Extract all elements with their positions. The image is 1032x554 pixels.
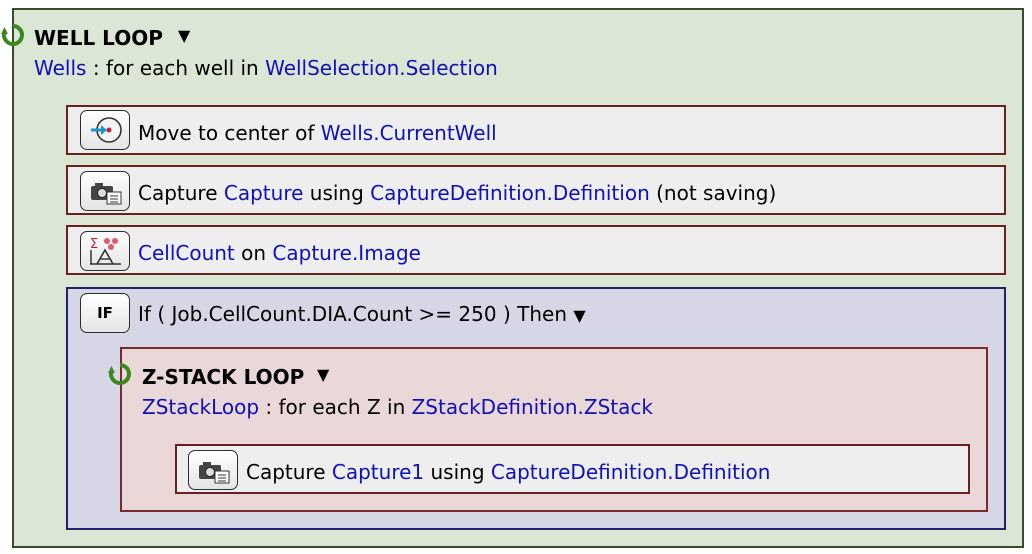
move-step-prefix: Move to center of [138,121,315,145]
cellcount-step-on: on [241,241,267,265]
move-step-target[interactable]: Wells.CurrentWell [320,121,497,145]
camera-icon [91,183,122,205]
move-step-icon-button[interactable] [80,110,130,150]
zstack-loop-dropdown-icon[interactable]: ▼ [317,365,330,384]
zstack-capture-verb: Capture [246,460,326,484]
zstack-loop-title: Z-STACK LOOP [142,365,305,389]
zstack-loop-variable[interactable]: ZStackLoop [142,395,260,419]
loop-icon [108,362,132,386]
zstack-capture-using: using [430,460,485,484]
well-loop-dropdown-icon[interactable]: ▼ [178,26,191,45]
if-condition[interactable]: Job.CellCount.DIA.Count >= 250 [171,302,497,326]
if-close-paren: ) [502,302,511,326]
well-loop-source[interactable]: WellSelection.Selection [265,56,498,80]
cellcount-step-text: CellCount on Capture.Image [138,241,421,265]
move-to-center-icon [91,117,122,143]
cellcount-step-target[interactable]: Capture.Image [272,241,421,265]
zstack-capture-text: Capture Capture1 using CaptureDefinition… [246,460,770,484]
zstack-capture-name[interactable]: Capture1 [331,460,425,484]
capture-step-definition[interactable]: CaptureDefinition.Definition [370,181,650,205]
loop-icon [1,23,25,47]
zstack-loop-source[interactable]: ZStackDefinition.ZStack [411,395,653,419]
move-step[interactable] [66,105,1006,155]
zstack-capture-step[interactable] [175,444,970,494]
capture-step-suffix: (not saving) [656,181,777,205]
zstack-capture-icon-button[interactable] [188,450,238,490]
if-icon-button[interactable]: IF [80,293,130,333]
capture-step-name[interactable]: Capture [223,181,304,205]
well-loop-for-each-text: for each well in [105,56,259,80]
if-condition-line: If ( Job.CellCount.DIA.Count >= 250 ) Th… [138,302,586,326]
cellcount-step[interactable] [66,225,1006,275]
if-open-paren: ( [157,302,166,326]
if-icon: IF [97,304,113,322]
svg-text:Σ: Σ [90,237,98,252]
then-keyword: Then [517,302,567,326]
capture-step-text: Capture Capture using CaptureDefinition.… [138,181,776,205]
zstack-loop-for-each-text: for each Z in [278,395,406,419]
zstack-loop-separator: : [265,395,273,419]
if-dropdown-icon[interactable]: ▼ [573,306,586,325]
well-loop-title: WELL LOOP [34,26,163,50]
cell-count-icon: Σ [90,237,121,265]
camera-icon [199,462,230,484]
cellcount-step-icon-button[interactable]: Σ [80,231,130,271]
well-loop-separator: : [92,56,100,80]
cellcount-step-name[interactable]: CellCount [138,241,235,265]
capture-step[interactable] [66,165,1006,215]
capture-step-icon-button[interactable] [80,171,130,211]
capture-step-using: using [309,181,364,205]
zstack-loop-definition: ZStackLoop : for each Z in ZStackDefinit… [142,395,653,419]
if-keyword: If [138,302,151,326]
well-loop-definition: Wells : for each well in WellSelection.S… [34,56,498,80]
well-loop-variable[interactable]: Wells [34,56,87,80]
move-step-text: Move to center of Wells.CurrentWell [138,121,497,145]
capture-step-verb: Capture [138,181,218,205]
zstack-capture-definition[interactable]: CaptureDefinition.Definition [490,460,771,484]
